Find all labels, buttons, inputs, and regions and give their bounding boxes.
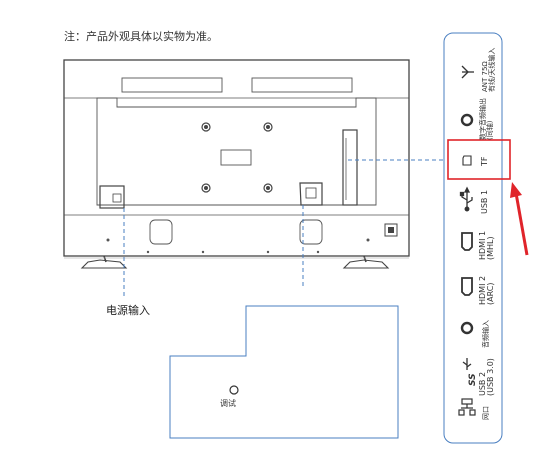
usb-icon: [459, 186, 473, 212]
hdmi-icon: [461, 232, 473, 251]
audio-jack-icon: [460, 321, 474, 335]
lan-icon: [458, 398, 476, 416]
antenna-icon: [461, 65, 474, 79]
port-label-usb1: USB 1: [480, 189, 489, 214]
port-label-coax-out: 数字音频输出(同轴): [479, 98, 495, 140]
usb-ss-icon: SS: [462, 358, 478, 386]
port-label-usb2: USB 2(USB 3.0): [478, 358, 496, 396]
label-plate: [220, 149, 252, 166]
port-panel: [443, 32, 503, 444]
port-label-hdmi1: HDMI 1(MHL): [478, 230, 496, 260]
tf-card-icon: [462, 155, 472, 166]
debug-port-housing: [299, 182, 323, 206]
top-vent-right: [251, 77, 353, 93]
power-socket: [99, 185, 125, 209]
stand-mount-right: [299, 219, 323, 245]
debug-label: 调试: [220, 399, 236, 408]
disclaimer-note: 注：产品外观具体以实物为准。: [64, 30, 218, 43]
side-port-module: [342, 129, 358, 206]
stand-foot-left: [80, 259, 128, 269]
stand-foot-right: [342, 259, 390, 269]
port-label-audio-in: 音频输入: [482, 320, 490, 348]
tf-highlight-box: [447, 139, 511, 180]
top-vent-left: [121, 77, 223, 93]
debug-detail-panel: [169, 305, 399, 439]
svg-text:SS: SS: [468, 373, 478, 386]
hdmi-icon: [461, 277, 473, 296]
audio-jack-icon: [460, 113, 474, 127]
vesa-holes: [201, 122, 273, 193]
port-label-lan: 网口: [482, 406, 490, 420]
rear-logo-square: [384, 223, 398, 237]
red-pointer-arrow: [510, 182, 529, 256]
port-label-hdmi2: HDMI 2(ARC): [478, 275, 496, 305]
stand-mount-left: [149, 219, 173, 245]
debug-port-icon: [229, 385, 239, 395]
port-label-tf: TF: [480, 156, 489, 167]
tv-back-frame: [63, 59, 410, 257]
power-input-label: 电源输入: [106, 304, 150, 317]
